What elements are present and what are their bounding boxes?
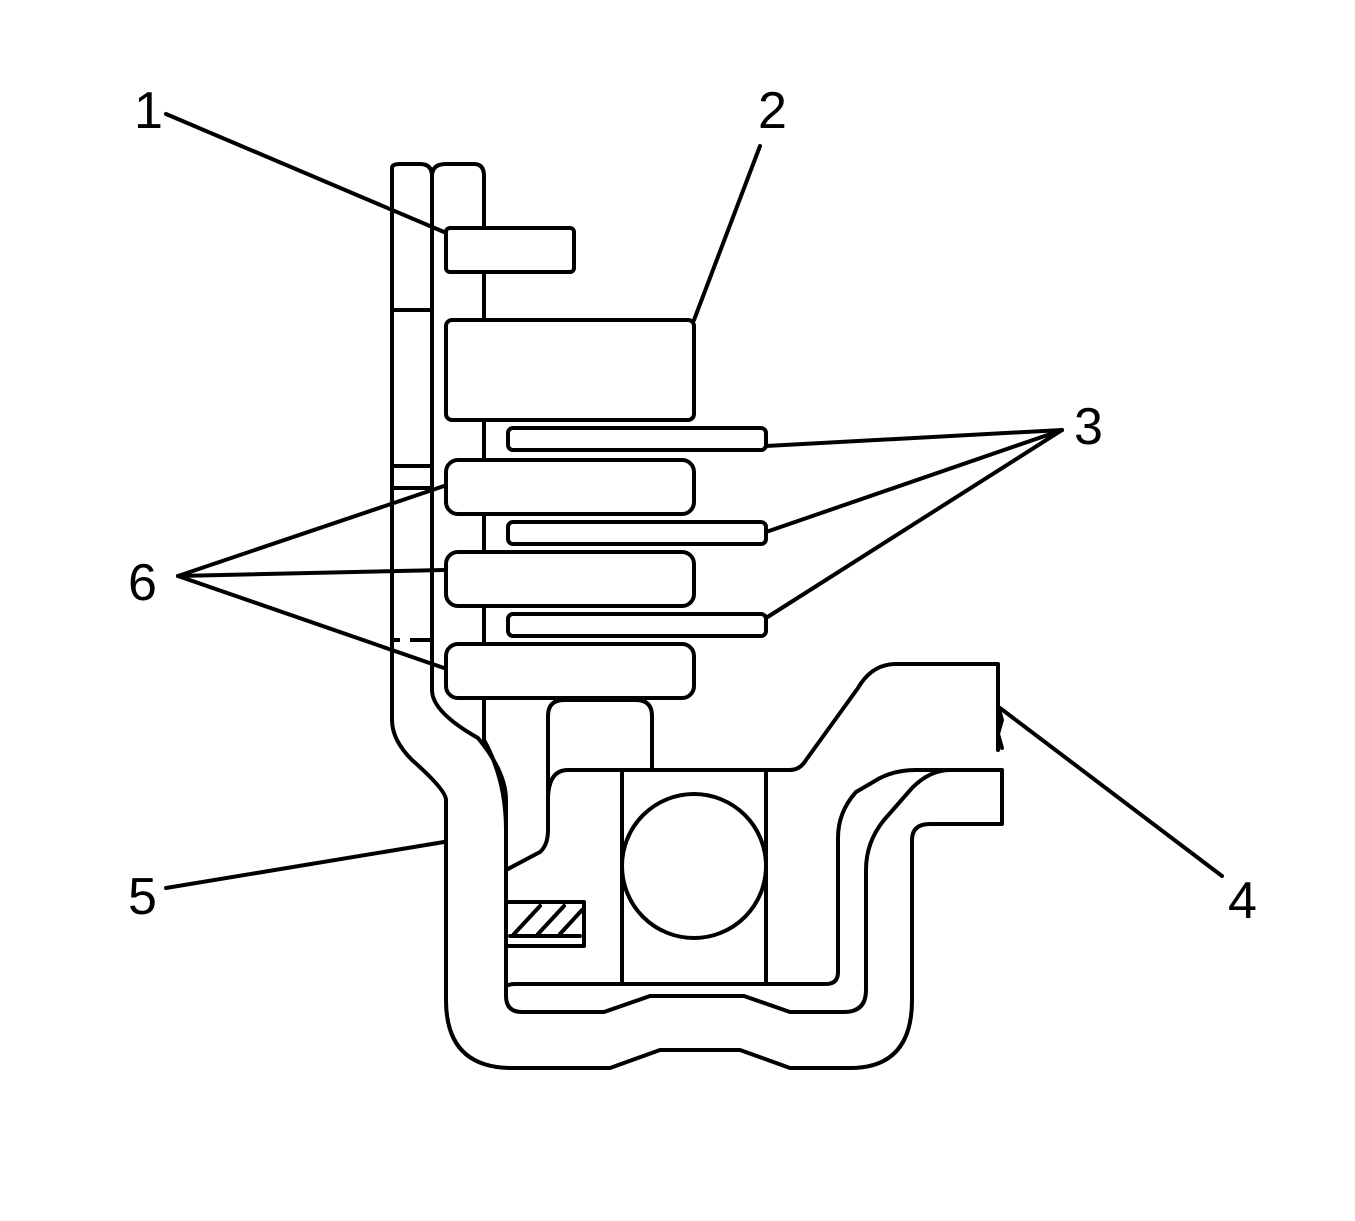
callout-3: 3 — [1074, 398, 1103, 456]
leader-3b — [764, 428, 1064, 534]
leader-2 — [692, 144, 762, 322]
callout-5: 5 — [128, 868, 157, 926]
leader-6b — [176, 568, 446, 578]
snap-ring — [444, 226, 576, 274]
callout-6: 6 — [128, 554, 157, 612]
piston — [482, 698, 654, 872]
seal — [504, 900, 586, 948]
leader-6a — [176, 484, 446, 578]
support-hub — [546, 662, 1000, 802]
leader-1 — [164, 112, 446, 234]
backing-plate — [444, 318, 696, 422]
leader-6c — [176, 574, 446, 670]
clutch-plate-1 — [444, 458, 696, 516]
callout-4: 4 — [1228, 872, 1257, 930]
leader-5 — [164, 840, 446, 890]
leader-4 — [998, 706, 1224, 878]
clutch-disc-3 — [506, 612, 768, 638]
leader-3a — [764, 428, 1064, 448]
bearing-ball — [620, 792, 768, 940]
clutch-disc-1 — [506, 426, 768, 452]
housing-inner-wall — [430, 162, 486, 742]
support-hub-break — [996, 704, 1004, 750]
housing-outer — [390, 162, 1004, 1070]
shell-hidden-line — [390, 466, 432, 642]
callout-2: 2 — [758, 82, 787, 140]
leader-3c — [764, 428, 1064, 620]
callout-1: 1 — [134, 82, 163, 140]
clutch-plate-2 — [444, 550, 696, 608]
clutch-disc-2 — [506, 520, 768, 546]
support-inner-wall — [504, 768, 952, 988]
clutch-plate-3 — [444, 642, 696, 700]
